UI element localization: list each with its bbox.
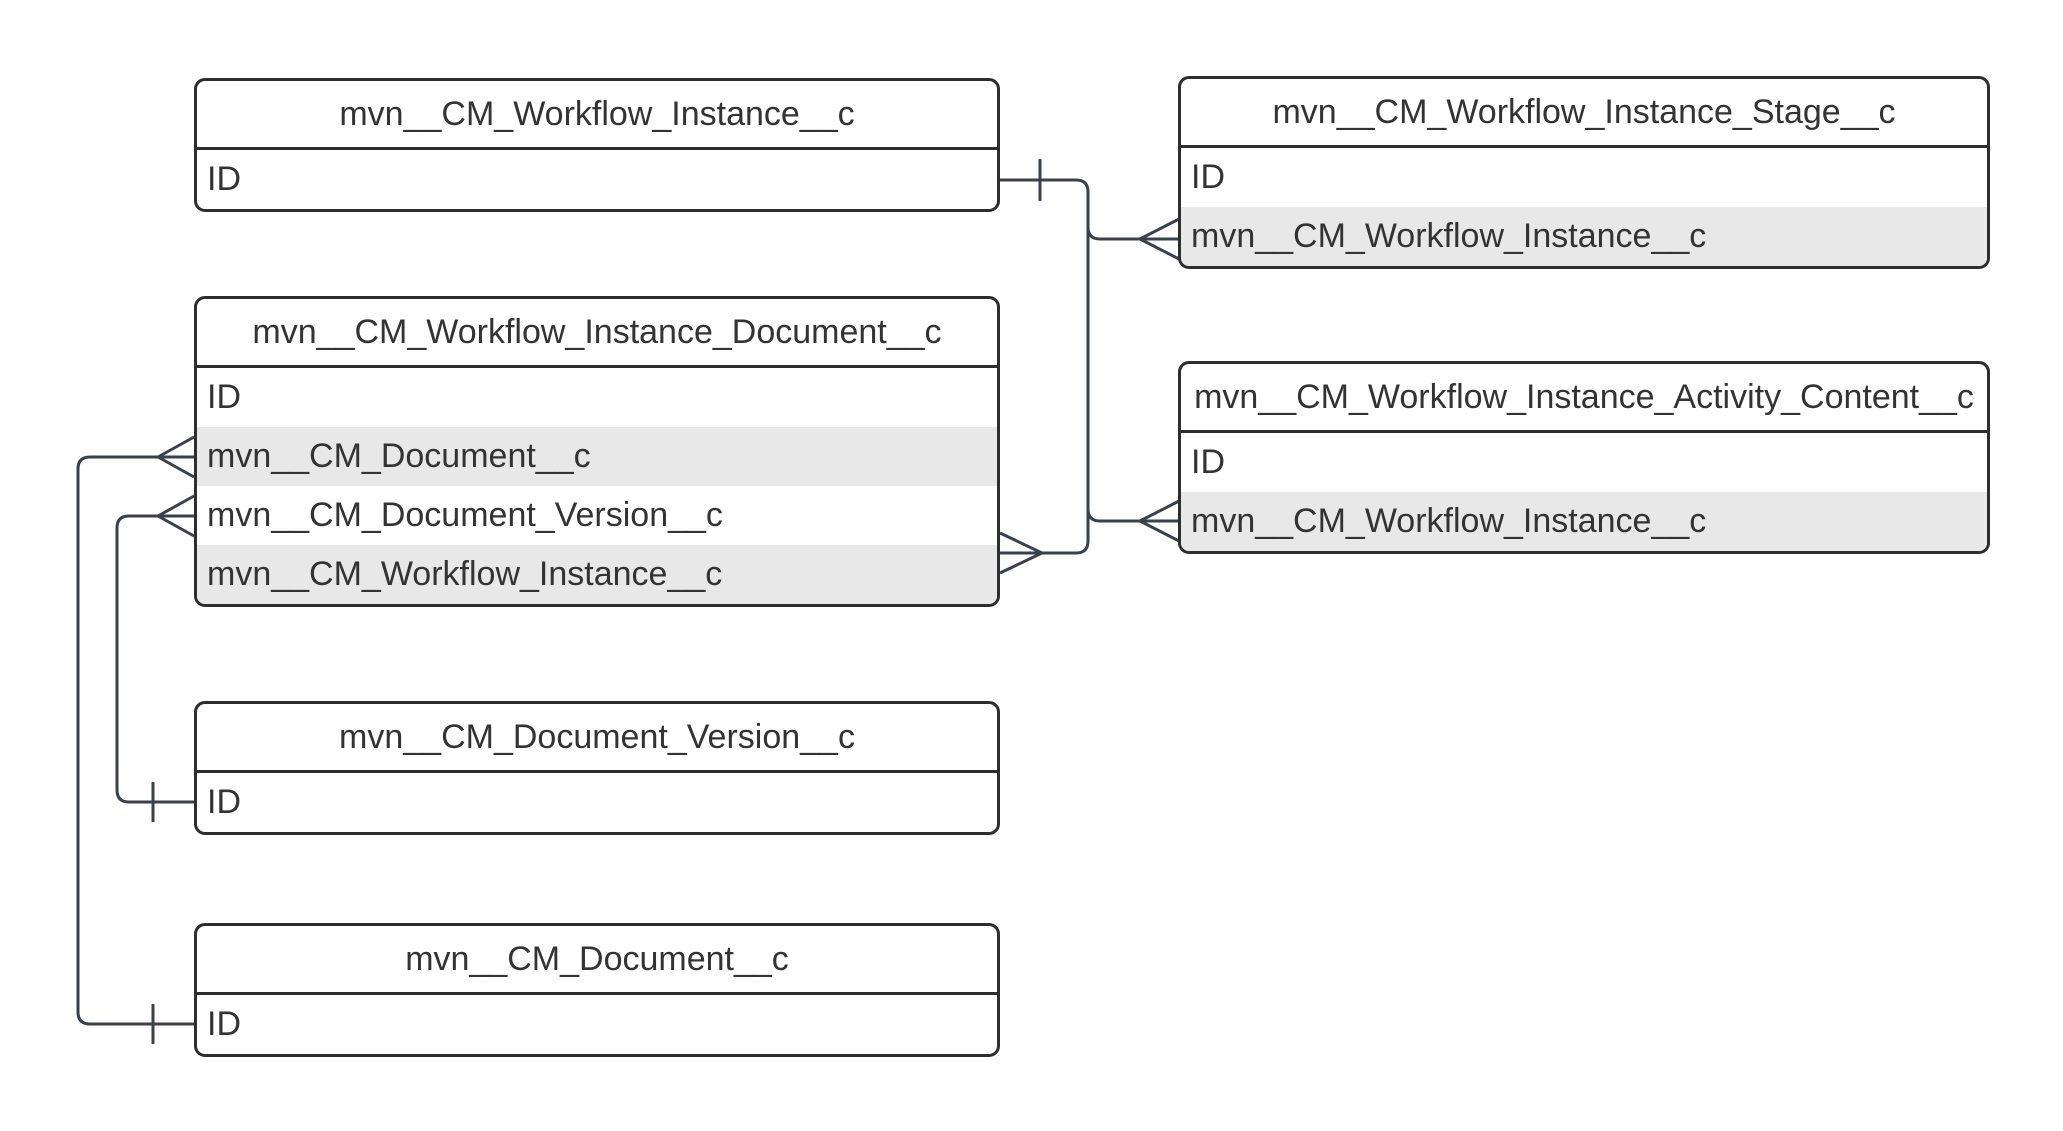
entity-field-id: ID [207, 378, 241, 416]
entity-field-id: ID [207, 1005, 241, 1043]
entity-field-id: ID [1191, 158, 1225, 196]
entity-field-id: ID [207, 783, 241, 821]
crow-foot-many-icon [1139, 498, 1182, 544]
entity-title: mvn__CM_Workflow_Instance_Activity_Conte… [1181, 364, 1987, 433]
crow-foot-many-icon [999, 531, 1043, 575]
entity-document-version: mvn__CM_Document_Version__c ID [194, 701, 1000, 835]
entity-title: mvn__CM_Workflow_Instance_Stage__c [1181, 79, 1987, 148]
connector-workflow-instance-to-stage [1086, 214, 1182, 262]
entity-field-document: mvn__CM_Document__c [197, 427, 997, 486]
entity-document: mvn__CM_Document__c ID [194, 923, 1000, 1057]
entity-field-id: ID [207, 160, 241, 198]
entity-workflow-instance-stage: mvn__CM_Workflow_Instance_Stage__c ID mv… [1178, 76, 1990, 269]
crow-foot-many-icon [157, 435, 195, 479]
connector-workflow-instance-to-workflow-instance-document [999, 159, 1090, 575]
crow-foot-many-icon [1139, 216, 1182, 262]
entity-title: mvn__CM_Workflow_Instance_Document__c [197, 299, 997, 368]
entity-title: mvn__CM_Document_Version__c [197, 704, 997, 773]
entity-workflow-instance: mvn__CM_Workflow_Instance__c ID [194, 78, 1000, 212]
connector-workflow-instance-to-activity-content [1086, 496, 1182, 544]
entity-title: mvn__CM_Document__c [197, 926, 997, 995]
entity-workflow-instance-document: mvn__CM_Workflow_Instance_Document__c ID… [194, 296, 1000, 607]
entity-field-document-version: mvn__CM_Document_Version__c [207, 496, 723, 534]
crow-foot-many-icon [157, 494, 195, 538]
entity-field-workflow-instance: mvn__CM_Workflow_Instance__c [197, 545, 997, 604]
entity-field-id: ID [1191, 443, 1225, 481]
entity-title: mvn__CM_Workflow_Instance__c [197, 81, 997, 150]
connector-document-to-workflow-instance-document [76, 435, 195, 1044]
entity-field-workflow-instance: mvn__CM_Workflow_Instance__c [1181, 492, 1987, 551]
entity-workflow-instance-activity-content: mvn__CM_Workflow_Instance_Activity_Conte… [1178, 361, 1990, 554]
entity-field-workflow-instance: mvn__CM_Workflow_Instance__c [1181, 207, 1987, 266]
connector-document-version-to-workflow-instance-document [115, 494, 195, 822]
